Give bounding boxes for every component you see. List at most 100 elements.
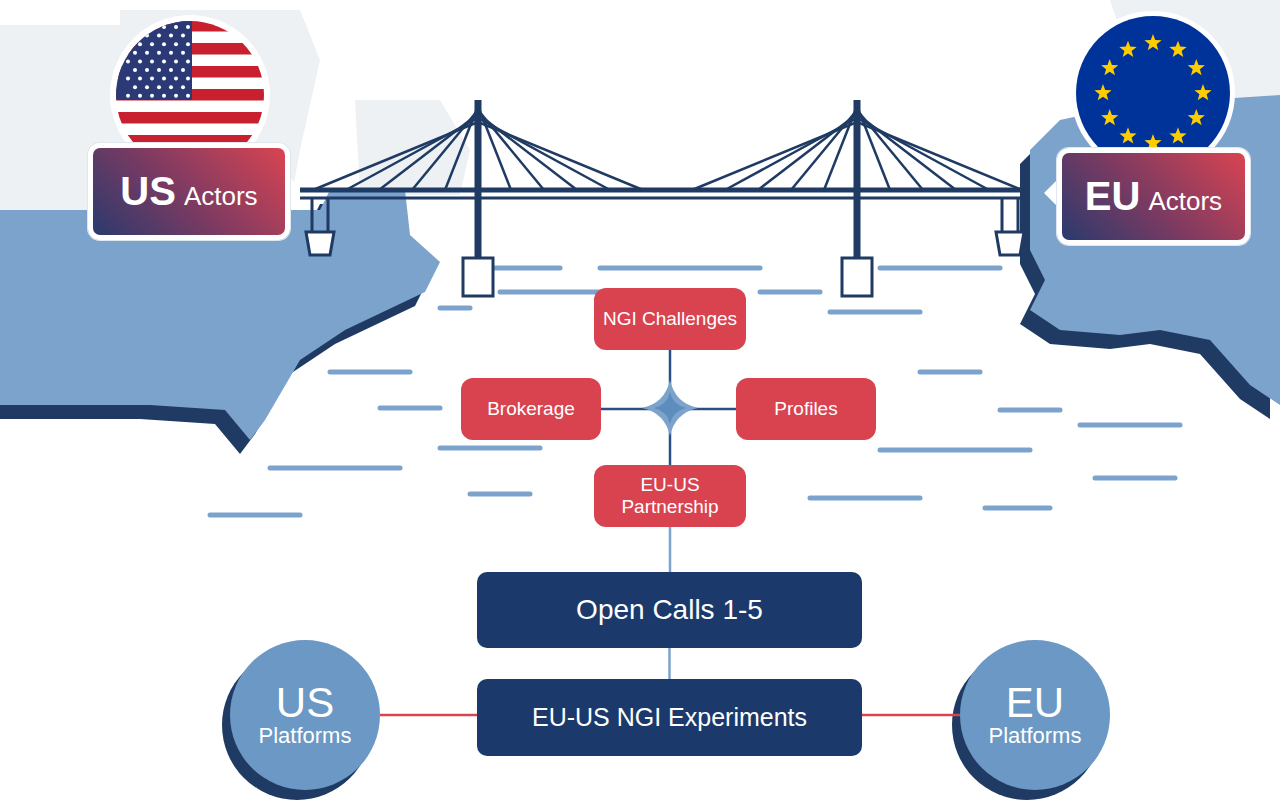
bridge-cable: [725, 118, 857, 190]
connector: [862, 715, 960, 716]
flag-star: [150, 25, 154, 29]
flag-star: [126, 94, 130, 98]
flag-star: [133, 51, 137, 55]
bridge-cable: [857, 122, 1022, 190]
platform-circle: EUPlatforms: [960, 640, 1110, 790]
node-title: NGI Challenges: [603, 308, 737, 329]
node-title: Open Calls 1-5: [576, 594, 763, 625]
node-title: US: [259, 682, 352, 724]
flag-star: [157, 68, 161, 72]
eu-flag: [1076, 16, 1230, 170]
bridge-cable: [346, 118, 478, 190]
map-eu: [1030, 95, 1280, 405]
actor-label: USActors: [88, 143, 290, 240]
connector-line: [380, 714, 477, 717]
flag-star: [162, 59, 166, 63]
connector-line: [669, 527, 672, 572]
flag-star: [138, 77, 142, 81]
connector: [670, 527, 671, 572]
flag-star: [169, 68, 173, 72]
flag-star: [1144, 34, 1161, 50]
text-group: NGI Challenges: [603, 308, 737, 330]
node-title: Profiles: [774, 398, 837, 419]
connector: [669, 648, 670, 679]
flag-star: [145, 51, 149, 55]
bridge: [300, 100, 1025, 296]
flag-star: [126, 42, 130, 46]
flag-star: [157, 34, 161, 38]
compass-star: [642, 380, 698, 436]
process-box: Open Calls 1-5: [477, 572, 862, 648]
process-box: EU-US NGI Experiments: [477, 679, 862, 756]
topic-box: Profiles: [736, 378, 876, 440]
flag-star: [157, 51, 161, 55]
bridge-cable: [478, 122, 643, 190]
flag-star: [150, 42, 154, 46]
eu-stars: [1094, 34, 1211, 150]
compass-star: [654, 392, 686, 424]
flag-star: [181, 34, 185, 38]
flag-star: [145, 85, 149, 89]
flag-stripe: [110, 112, 270, 124]
flag-star: [150, 59, 154, 63]
connector-line: [668, 648, 671, 679]
flag-star: [186, 42, 190, 46]
flag-star: [1101, 59, 1118, 75]
node-title: EU: [989, 682, 1082, 724]
flag-star: [162, 94, 166, 98]
flag-star: [126, 59, 130, 63]
flag-star: [1094, 84, 1111, 100]
topic-box: EU-US Partnership: [594, 465, 746, 527]
flag-star: [126, 25, 130, 29]
text-group: EUPlatforms: [989, 682, 1082, 748]
flag-star: [181, 85, 185, 89]
topic-box: Brokerage: [461, 378, 601, 440]
flag-star: [186, 59, 190, 63]
node-subtitle: Actors: [184, 181, 258, 212]
flag-star: [150, 94, 154, 98]
flag-star: [138, 94, 142, 98]
flag-star: [138, 59, 142, 63]
flag-star: [1119, 41, 1136, 57]
flag-star: [174, 94, 178, 98]
flag-star: [186, 77, 190, 81]
flag-star: [174, 59, 178, 63]
flag-star: [181, 68, 185, 72]
flag-star: [138, 25, 142, 29]
flag-star: [186, 25, 190, 29]
flag-star: [157, 85, 161, 89]
flag-star: [174, 77, 178, 81]
node-title: EU: [1085, 174, 1141, 219]
node-subtitle: Actors: [1148, 186, 1222, 217]
platform-circle: USPlatforms: [230, 640, 380, 790]
flag-canton: [110, 20, 192, 100]
bridge-cable: [857, 118, 989, 190]
connector: [380, 715, 477, 716]
bridge-cable: [313, 122, 478, 190]
flag-star: [169, 51, 173, 55]
actor-label: EUActors: [1057, 148, 1250, 245]
flag-star: [169, 85, 173, 89]
flag-star: [126, 77, 130, 81]
text-group: Profiles: [774, 398, 837, 420]
node-subtitle: Platforms: [989, 724, 1082, 748]
text-group: EUActors: [1085, 174, 1222, 219]
bridge-cable: [692, 122, 857, 190]
flag-star: [174, 25, 178, 29]
text-group: USPlatforms: [259, 682, 352, 748]
land-grey: [355, 100, 470, 195]
flag-star: [133, 34, 137, 38]
flag-star: [169, 34, 173, 38]
flag-star: [150, 77, 154, 81]
flag-star: [181, 51, 185, 55]
flag-star: [162, 77, 166, 81]
flag-star: [162, 42, 166, 46]
flag-star: [138, 42, 142, 46]
topic-box: NGI Challenges: [594, 288, 746, 350]
text-group: EU-US Partnership: [602, 474, 738, 518]
flag-star: [145, 68, 149, 72]
flag-star: [1194, 84, 1211, 100]
node-title: EU-US NGI Experiments: [532, 703, 807, 731]
flag-star: [1188, 59, 1205, 75]
bridge-cable: [478, 118, 610, 190]
